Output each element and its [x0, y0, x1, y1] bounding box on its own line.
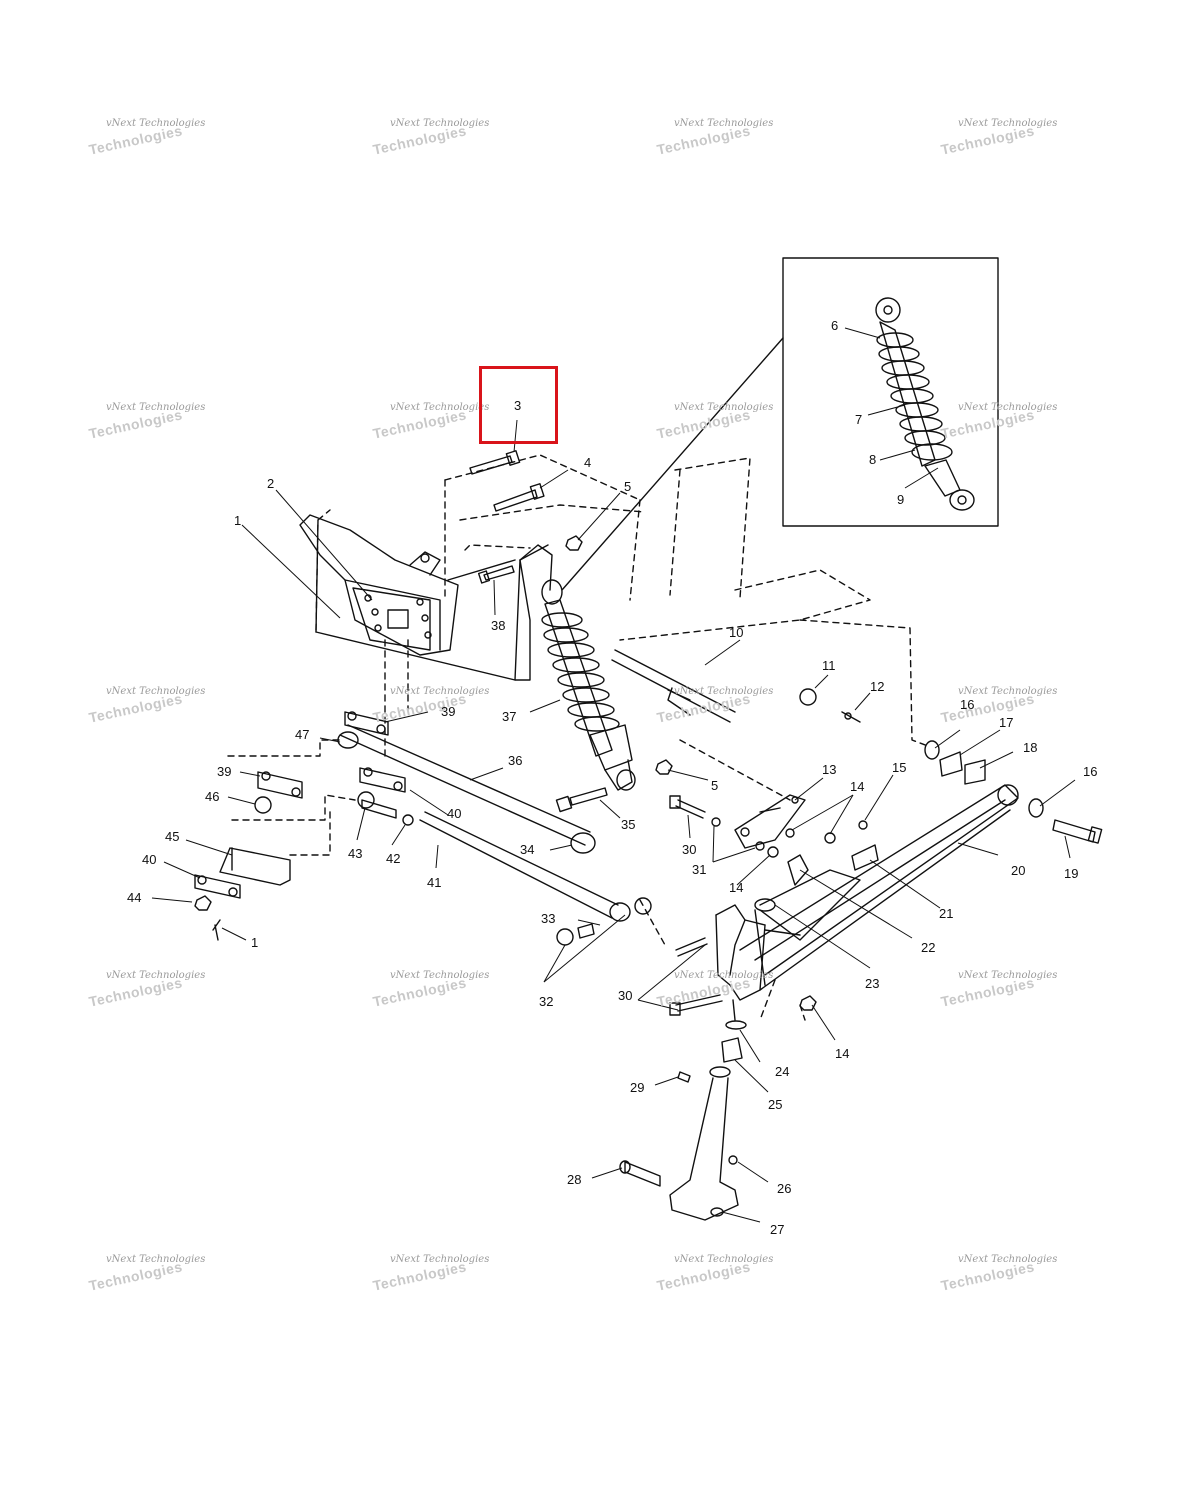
- callout-26[interactable]: 26: [777, 1181, 792, 1196]
- tie-rod-41: [419, 811, 652, 922]
- callout-3[interactable]: 3: [514, 398, 522, 413]
- callout-42[interactable]: 42: [386, 851, 401, 866]
- callout-1[interactable]: 1: [234, 513, 242, 528]
- callout-43[interactable]: 43: [348, 846, 363, 861]
- callout-25[interactable]: 25: [768, 1097, 783, 1112]
- bolt-3: [469, 455, 513, 475]
- callout-2[interactable]: 2: [267, 476, 275, 491]
- callout-35[interactable]: 35: [621, 817, 636, 832]
- callout-39-top[interactable]: 39: [441, 704, 456, 719]
- highlight-box-part-3: [479, 366, 558, 444]
- callout-20[interactable]: 20: [1011, 863, 1026, 878]
- callout-44[interactable]: 44: [127, 890, 142, 905]
- callout-40-mid[interactable]: 40: [447, 806, 462, 821]
- callout-22[interactable]: 22: [921, 940, 936, 955]
- callout-33[interactable]: 33: [541, 911, 556, 926]
- callout-28[interactable]: 28: [567, 1172, 582, 1187]
- callout-13[interactable]: 13: [822, 762, 837, 777]
- callout-24[interactable]: 24: [775, 1064, 790, 1079]
- callout-32[interactable]: 32: [539, 994, 554, 1009]
- a-arm-20: [739, 784, 1019, 991]
- spindle-assembly: [619, 898, 776, 1221]
- bolt-4: [493, 489, 538, 512]
- callout-11[interactable]: 11: [822, 658, 836, 673]
- callout-40[interactable]: 40: [142, 852, 157, 867]
- callout-16[interactable]: 16: [1083, 764, 1098, 779]
- callout-29[interactable]: 29: [630, 1080, 645, 1095]
- callout-23[interactable]: 23: [865, 976, 880, 991]
- tie-rod-36: [337, 724, 596, 854]
- callout-14-lower[interactable]: 14: [835, 1046, 850, 1061]
- callout-31[interactable]: 31: [692, 862, 707, 877]
- callout-1-lower[interactable]: 1: [251, 935, 259, 950]
- callout-12[interactable]: 12: [870, 679, 885, 694]
- bumper-plate: [299, 514, 459, 656]
- callout-8[interactable]: 8: [869, 452, 877, 467]
- callout-5[interactable]: 5: [624, 479, 632, 494]
- callout-30[interactable]: 30: [682, 842, 697, 857]
- callout-15[interactable]: 15: [892, 760, 907, 775]
- callout-5-lower[interactable]: 5: [711, 778, 719, 793]
- callout-7[interactable]: 7: [855, 412, 863, 427]
- shock-detail-inset: [782, 257, 999, 527]
- callout-47[interactable]: 47: [295, 727, 310, 742]
- callout-14[interactable]: 14: [850, 779, 865, 794]
- inset-shock-absorber: [875, 297, 975, 511]
- callout-38[interactable]: 38: [491, 618, 506, 633]
- callout-10[interactable]: 10: [729, 625, 744, 640]
- callout-19[interactable]: 19: [1064, 866, 1079, 881]
- callout-36[interactable]: 36: [508, 753, 523, 768]
- callout-18[interactable]: 18: [1023, 740, 1038, 755]
- callout-16-top[interactable]: 16: [960, 697, 975, 712]
- callout-21[interactable]: 21: [939, 906, 954, 921]
- callout-17[interactable]: 17: [999, 715, 1014, 730]
- callout-41[interactable]: 41: [427, 875, 442, 890]
- callout-30-lower[interactable]: 30: [618, 988, 633, 1003]
- callout-6[interactable]: 6: [831, 318, 839, 333]
- main-shock-absorber: [541, 579, 636, 791]
- callout-45[interactable]: 45: [165, 829, 180, 844]
- callout-27[interactable]: 27: [770, 1222, 785, 1237]
- callout-9[interactable]: 9: [897, 492, 905, 507]
- callout-46[interactable]: 46: [205, 789, 220, 804]
- callout-14-mid[interactable]: 14: [729, 880, 744, 895]
- callout-34[interactable]: 34: [520, 842, 535, 857]
- callout-39[interactable]: 39: [217, 764, 232, 779]
- callout-37[interactable]: 37: [502, 709, 517, 724]
- callout-4[interactable]: 4: [584, 455, 592, 470]
